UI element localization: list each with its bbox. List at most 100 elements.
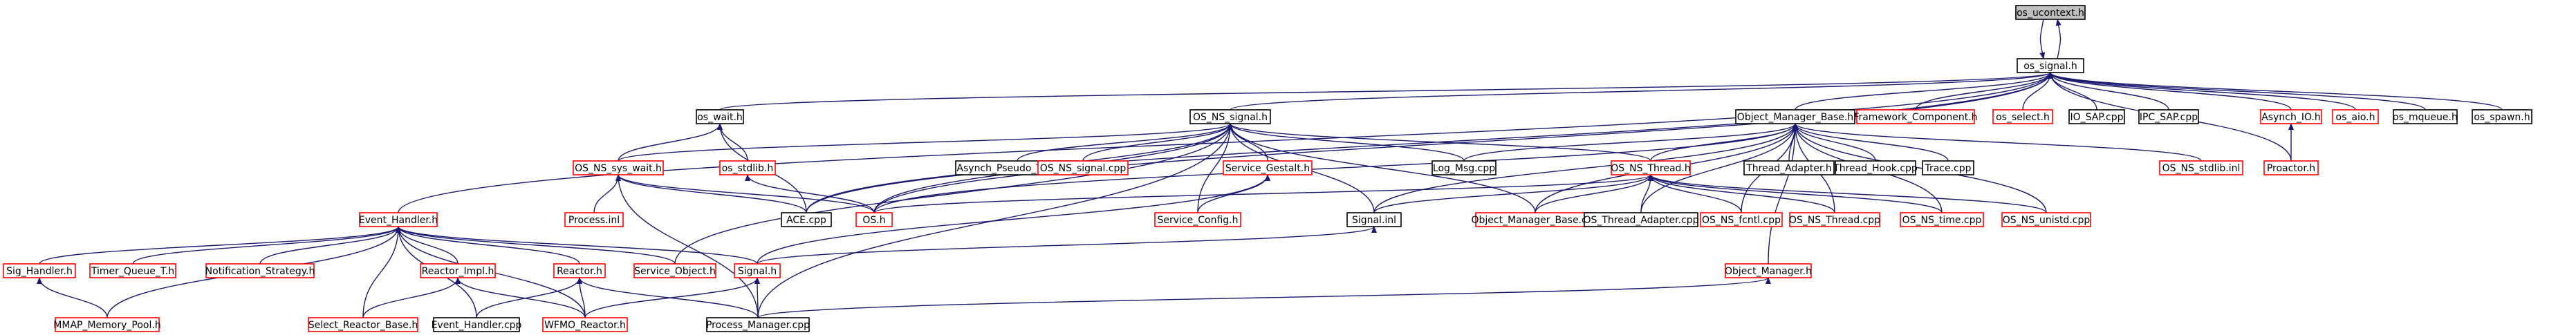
node-box [2001,212,2091,227]
node-box [1189,109,1271,124]
node-label: Framework_Component.h [1853,112,1977,123]
node-os-ns-stdlib-inl[interactable]: OS_NS_stdlib.inl [2159,160,2243,175]
edge-Process_inl-to-OS_NS_sys_wait_h [593,174,621,213]
node-thread-hook-cpp[interactable]: Thread_Hook.cpp [1833,160,1918,175]
node-label: OS_NS_time.cpp [1902,215,1982,226]
node-os-mqueue-h[interactable]: os_mqueue.h [2393,109,2458,124]
node-box [1037,160,1129,175]
node-box [1346,212,1402,227]
node-os-ns-time-cpp[interactable]: OS_NS_time.cpp [1900,212,1984,227]
node-trace-cpp[interactable]: Trace.cpp [1922,160,1974,175]
edge-OS_h-to-os_stdlib_h [745,174,875,213]
edge-Signal_inl-to-OS_NS_Thread_h [1373,174,1653,213]
node-label: Reactor.h [557,266,602,277]
node-ace-cpp[interactable]: ACE.cpp [781,212,832,227]
node-box [1900,212,1984,227]
edge-OS_NS_time_cpp-to-OS_NS_Thread_h [1648,174,1943,213]
node-label: os_signal.h [2023,61,2077,72]
node-os-wait-h[interactable]: os_wait.h [696,109,744,124]
node-os-ns-thread-h[interactable]: OS_NS_Thread.h [1611,160,1691,175]
node-notification-strategy-h[interactable]: Notification_Strategy.h [205,263,315,278]
node-event-handler-h[interactable]: Event_Handler.h [359,212,438,227]
node-label: os_select.h [1996,112,2050,123]
node-os-thread-adapter-cpp[interactable]: OS_Thread_Adapter.cpp [1583,212,1699,227]
node-reactor-impl-h[interactable]: Reactor_Impl.h [420,263,496,278]
node-label: Proactor.h [2267,163,2315,174]
node-box [696,109,744,124]
node-proactor-h[interactable]: Proactor.h [2263,160,2319,175]
node-reactor-h[interactable]: Reactor.h [553,263,606,278]
node-box [2015,5,2086,20]
node-label: os_spawn.h [2474,112,2530,123]
edge-Signal_h-to-Event_Handler_h [396,226,758,265]
edge-Timer_Queue_T_h-to-Event_Handler_h [132,226,401,265]
node-os-select-h[interactable]: os_select.h [1992,109,2053,124]
node-box [633,263,716,278]
edge-Log_Msg_cpp-to-OS_NS_signal_h [1227,123,1465,162]
node-wfmo-reactor-h[interactable]: WFMO_Reactor.h [542,317,628,332]
edge-IPC_SAP_cpp-to-os_signal_h [2048,72,2169,111]
node-service-config-h[interactable]: Service_Config.h [1154,212,1241,227]
node-service-gestalt-h[interactable]: Service_Gestalt.h [1223,160,1313,175]
node-os-stdlib-h[interactable]: os_stdlib.h [719,160,776,175]
node-process-inl[interactable]: Process.inl [564,212,624,227]
edge-os_mqueue_h-to-os_signal_h [2048,72,2426,111]
node-log-msg-cpp[interactable]: Log_Msg.cpp [1431,160,1497,175]
node-timer-queue-t-h[interactable]: Timer_Queue_T.h [89,263,176,278]
node-asynch-io-h[interactable]: Asynch_IO.h [2260,109,2322,124]
edge-Asynch_IO_h-to-os_signal_h [2048,72,2292,111]
node-mmap-memory-pool-h[interactable]: MMAP_Memory_Pool.h [53,317,161,332]
node-thread-adapter-h[interactable]: Thread_Adapter.h [1743,160,1835,175]
node-label: OS_NS_Thread.cpp [1789,215,1880,226]
node-os-signal-h[interactable]: os_signal.h [2017,58,2084,73]
edge-Framework_Component_h-to-os_signal_h [1915,72,2053,111]
node-process-manager-cpp[interactable]: Process_Manager.cpp [706,317,810,332]
node-box [308,317,418,332]
node-io-sap-cpp[interactable]: IO_SAP.cpp [2068,109,2125,124]
edge-OS_h-to-os_signal_h [873,72,2053,213]
node-service-object-h[interactable]: Service_Object.h [633,263,716,278]
edge-os_aio_h-to-os_signal_h [2048,72,2356,111]
edge-Service_Config_h-to-OS_NS_signal_h [1197,123,1233,213]
node-event-handler-cpp[interactable]: Event_Handler.cpp [432,317,522,332]
node-object-manager-h[interactable]: Object_Manager.h [1725,263,1812,278]
node-os-aio-h[interactable]: os_aio.h [2332,109,2379,124]
node-label: os_mqueue.h [2393,112,2458,123]
node-label: Event_Handler.cpp [432,320,522,331]
node-signal-inl[interactable]: Signal.inl [1346,212,1402,227]
edge-OS_NS_signal_h-to-os_signal_h [1230,72,2053,111]
node-label: Process.inl [568,215,620,226]
node-label: Asynch_IO.h [2261,112,2321,123]
node-os-ns-signal-cpp[interactable]: OS_NS_signal.cpp [1037,160,1129,175]
node-os-ns-signal-h[interactable]: OS_NS_signal.h [1189,109,1271,124]
node-os-spawn-h[interactable]: os_spawn.h [2472,109,2532,124]
node-ipc-sap-cpp[interactable]: IPC_SAP.cpp [2138,109,2199,124]
node-label: OS_NS_signal.h [1193,112,1268,123]
edge-Reactor_h-to-Event_Handler_h [396,226,580,265]
node-box [2332,109,2379,124]
edge-OS_h-to-OS_NS_Thread_h [873,174,1653,213]
node-object-manager-base-h[interactable]: Object_Manager_Base.h [1735,109,1855,124]
node-os-ns-thread-cpp[interactable]: OS_NS_Thread.cpp [1789,212,1880,227]
edge-OS_Thread_Adapter_cpp-to-Object_Manager_Base_h [1640,123,1798,213]
edge-WFMO_Reactor_h-to-Signal_h [584,277,760,318]
node-os-ns-sys-wait-h[interactable]: OS_NS_sys_wait.h [573,160,664,175]
node-object-manager-base-cpp[interactable]: Object_Manager_Base.cpp [1472,212,1600,227]
node-sig-handler-h[interactable]: Sig_Handler.h [3,263,76,278]
node-label: Sig_Handler.h [6,266,73,277]
node-framework-component-h[interactable]: Framework_Component.h [1853,109,1978,124]
node-select-reactor-base-h[interactable]: Select_Reactor_Base.h [308,317,418,332]
node-label: Object_Manager.h [1725,266,1812,277]
node-label: OS_NS_Thread.h [1611,163,1691,174]
edge-Select_Reactor_Base_h-to-Event_Handler_h [362,226,401,318]
node-os-ns-unistd-cpp[interactable]: OS_NS_unistd.cpp [2001,212,2091,227]
node-label: Select_Reactor_Base.h [308,320,418,331]
node-os-ns-fcntl-cpp[interactable]: OS_NS_fcntl.cpp [1700,212,1783,227]
edge-Object_Manager_Base_cpp-to-OS_NS_Thread_h [1535,174,1653,213]
node-os-h[interactable]: OS.h [855,212,893,227]
node-label: Object_Manager_Base.h [1737,112,1853,123]
node-box [781,212,832,227]
node-signal-h[interactable]: Signal.h [734,263,781,278]
node-label: Log_Msg.cpp [1433,163,1495,174]
